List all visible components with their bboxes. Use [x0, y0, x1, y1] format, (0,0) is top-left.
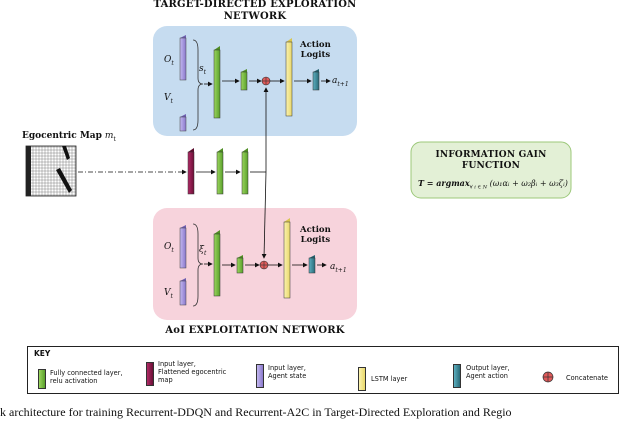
key-map-input-label: Input layer, Flattened egocentric map: [158, 360, 227, 384]
aoi-output: [308, 255, 316, 274]
info-gain-title: INFORMATION GAIN FUNCTION: [435, 150, 547, 171]
key-state-input-label: Input layer, Agent state: [268, 364, 307, 380]
aoi-output-label: at+1: [330, 262, 347, 274]
key-lstm-label: LSTM layer: [371, 375, 408, 383]
architecture-diagram: [25, 26, 572, 320]
aoi-state-label: ξt: [199, 245, 207, 257]
target-lstm: [285, 38, 293, 117]
target-input-o: [179, 35, 187, 81]
target-network-title: TARGET-DIRECTED EXPLORATION NETWORK: [153, 0, 357, 22]
key-fc-label: Fully connected layer, relu activation: [50, 369, 123, 385]
egocentric-map-label: Egocentric Map mt: [22, 131, 116, 143]
aoi-state-brace: [192, 223, 204, 307]
aoi-concat-icon: [259, 260, 269, 270]
map-fc-2: [241, 148, 249, 195]
map-input-layer: [187, 148, 195, 195]
key-output-label: Output layer, Agent action: [466, 364, 510, 380]
target-input-o-label: Ot: [164, 55, 174, 67]
key-output-swatch: [453, 364, 461, 388]
target-fc-1: [213, 46, 221, 119]
target-logits-label: Action Logits: [300, 40, 331, 60]
info-gain-box: [410, 141, 572, 199]
aoi-input-v: [179, 278, 187, 306]
key-state-input-swatch: [256, 364, 264, 388]
key-legend: KEY Fully connected layer, relu activati…: [27, 346, 619, 394]
key-lstm-swatch: [358, 367, 366, 391]
aoi-fc-1: [213, 230, 221, 297]
key-fc-swatch: [38, 369, 46, 389]
info-gain-formula: T = argmax∀ i ∈ N (ω₁αᵢ + ω₂βᵢ + ω₃ζᵢ): [418, 178, 568, 191]
aoi-fc-2: [236, 255, 244, 274]
target-state-label: st: [199, 64, 207, 76]
map-fc-1: [216, 148, 224, 195]
egocentric-map-grid: [25, 145, 77, 197]
aoi-input-v-label: Vt: [164, 288, 173, 300]
figure-caption: k architecture for training Recurrent-DD…: [0, 405, 512, 419]
key-title: KEY: [34, 349, 51, 358]
target-state-brace: [192, 39, 204, 131]
target-input-v-label: Vt: [164, 93, 173, 105]
target-concat-icon: [261, 76, 271, 86]
target-output-label: at+1: [332, 76, 349, 88]
aoi-network-title: AoI EXPLOITATION NETWORK: [165, 325, 345, 336]
aoi-input-o: [179, 225, 187, 269]
aoi-logits-label: Action Logits: [300, 225, 331, 245]
aoi-input-o-label: Ot: [164, 242, 174, 254]
target-output: [312, 69, 320, 91]
key-map-input-swatch: [146, 362, 154, 386]
target-fc-2: [240, 69, 248, 91]
key-concat-icon: [542, 371, 554, 383]
aoi-lstm: [283, 218, 291, 299]
target-input-v: [179, 114, 187, 132]
key-concat-label: Concatenate: [566, 374, 608, 382]
